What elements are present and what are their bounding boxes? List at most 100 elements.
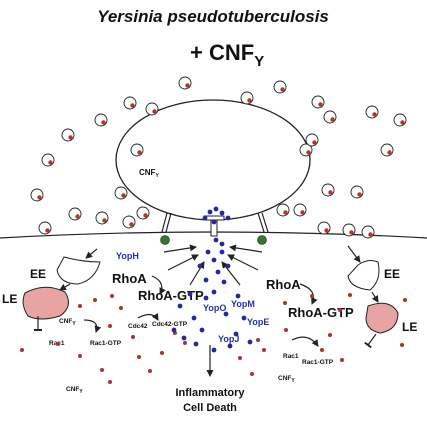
yop-particle — [213, 237, 219, 243]
free-bacterium — [380, 143, 394, 157]
yop-particle — [187, 291, 193, 297]
free-bacterium — [130, 143, 144, 157]
toxin-label-cytosol-left: CNFY — [59, 318, 76, 327]
integrin-receptor-right — [257, 235, 267, 245]
yop-particle — [247, 339, 253, 345]
free-bacterium — [41, 153, 55, 167]
yopm-label: YopM — [231, 299, 255, 309]
yop-particle — [205, 249, 211, 255]
early-endosome-left — [56, 256, 101, 285]
free-bacterium — [68, 207, 82, 221]
cdc42-activation-arrow — [137, 313, 159, 321]
cdc42-gtp-label: Cdc42-GTP — [152, 321, 188, 328]
trafficking-arrows — [34, 245, 379, 349]
yop-particle — [225, 263, 231, 269]
rhoa-activation-arrow-right — [299, 283, 318, 305]
toxin-particle — [119, 306, 123, 310]
yop-particle — [197, 263, 203, 269]
free-bacterium — [317, 221, 331, 235]
toxin-particle — [320, 348, 324, 352]
free-bacterium — [30, 188, 44, 202]
free-bacterium — [323, 110, 337, 124]
yop-particle — [233, 331, 239, 337]
rac1-gtp-label-left: Rac1-GTP — [90, 340, 122, 347]
toxin-particle — [20, 348, 24, 352]
rhoa-label-left: RhoA — [112, 271, 147, 286]
adhesin-right — [257, 212, 269, 233]
toxin-label-cytosol-bottom: CNFY — [66, 386, 83, 395]
toxin-particle — [284, 328, 288, 332]
toxin-particle — [340, 358, 344, 362]
adhesin-left — [161, 212, 172, 233]
rhoa-gtp-label-right: RhoA-GTP — [288, 305, 354, 320]
free-bacterium — [276, 203, 290, 217]
toxin-particle — [110, 294, 114, 298]
free-bacterium — [350, 185, 364, 199]
free-bacterium — [95, 211, 109, 225]
free-bacterium — [114, 186, 128, 200]
early-endosome-right — [347, 260, 380, 291]
toxin-particle — [108, 380, 112, 384]
yop-particle — [207, 209, 213, 215]
yop-particle — [225, 215, 231, 221]
free-bacterium — [145, 102, 159, 116]
rhoa-gtp-label-left: RhoA-GTP — [138, 288, 204, 303]
rac1-gtp-label-right: Rac1-GTP — [302, 359, 334, 366]
yop-particle — [211, 257, 217, 263]
yop-particle — [211, 219, 217, 225]
free-bacterium — [61, 128, 75, 142]
toxin-label-cytosol-right: CNFY — [278, 375, 295, 384]
toxin-particle — [256, 338, 260, 342]
yop-particles-group — [171, 206, 253, 353]
toxin-particle — [328, 333, 332, 337]
cdc42-label: Cdc42 — [128, 323, 148, 330]
outcome-line2: Cell Death — [183, 402, 237, 414]
diagram-title: Yersinia pseudotuberculosis — [97, 7, 329, 26]
yop-particle — [215, 269, 221, 275]
toxin-particle — [78, 304, 82, 308]
rac1-activation-arrow-left — [83, 319, 102, 333]
toxin-particle — [93, 298, 97, 302]
toxin-particle — [262, 348, 266, 352]
late-endosome-right — [365, 302, 399, 334]
toxin-particle — [137, 355, 141, 359]
yope-label: YopE — [247, 317, 269, 327]
yop-particle — [241, 315, 247, 321]
toxin-particle — [250, 372, 254, 376]
yop-particle — [219, 210, 225, 216]
free-bacterium — [122, 215, 136, 229]
yop-particle — [211, 289, 217, 295]
free-bacterium — [321, 183, 335, 197]
toxin-particle — [348, 293, 352, 297]
toxin-particle — [160, 351, 164, 355]
toxin-particle — [403, 298, 407, 302]
yop-particle — [235, 293, 241, 299]
toxin-particle — [108, 324, 112, 328]
yop-particle — [223, 311, 229, 317]
free-bacteria-group — [30, 76, 407, 239]
toxin-particle — [183, 341, 187, 345]
yop-particle — [181, 335, 187, 341]
late-endosome-label-left: LE — [2, 292, 17, 306]
rhoa-label-right: RhoA — [266, 277, 301, 292]
integrin-receptor-left — [160, 235, 170, 245]
yop-particle — [219, 241, 225, 247]
yopj-label: YopJ — [218, 334, 239, 344]
yop-particle — [203, 295, 209, 301]
yop-particle — [177, 303, 183, 309]
yoph-label: YopH — [116, 251, 139, 261]
yop-particle — [227, 343, 233, 349]
toxin-particle — [148, 369, 152, 373]
early-endosome-label-right: EE — [384, 267, 400, 281]
yop-particle — [171, 327, 177, 333]
free-bacterium — [305, 133, 319, 147]
free-bacterium — [123, 96, 137, 110]
toxin-particle — [283, 301, 287, 305]
late-endosome-label-right: LE — [402, 320, 417, 334]
yop-particle — [221, 279, 227, 285]
outcome-line1: Inflammatory — [175, 387, 245, 399]
free-bacterium — [178, 76, 192, 90]
yop-particle — [191, 315, 197, 321]
